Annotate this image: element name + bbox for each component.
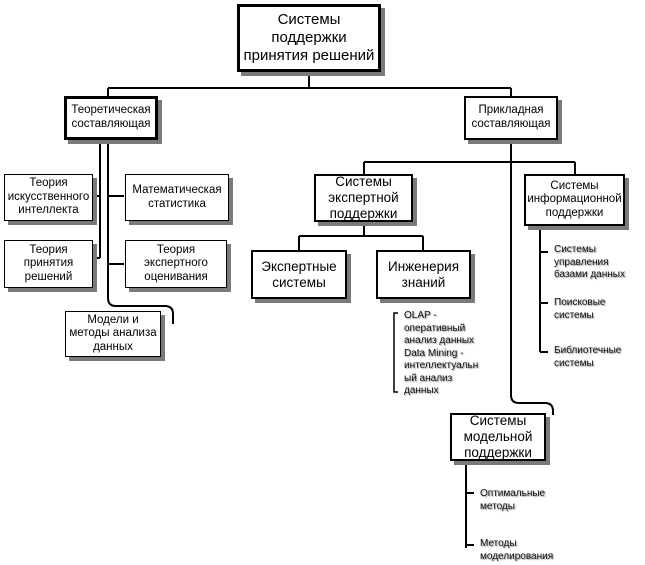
root-box: Системы поддержки принятия решений bbox=[237, 4, 381, 72]
expert-evaluation-label: Теория экспертного оценивания bbox=[144, 243, 208, 283]
data-analysis-label: Модели и методы анализа данных bbox=[69, 313, 157, 353]
optimal-methods-note: Оптимальные методы bbox=[480, 488, 546, 512]
theoretical-title: Теоретическая составляющая bbox=[71, 104, 151, 130]
data-analysis-box: Модели и методы анализа данных bbox=[65, 311, 161, 357]
theoretical-box: Теоретическая составляющая bbox=[64, 96, 158, 140]
library-systems-note: Библиотечные системы bbox=[554, 345, 622, 369]
expert-evaluation-box: Теория экспертного оценивания bbox=[125, 240, 227, 288]
decision-theory-box: Теория принятия решений bbox=[4, 240, 93, 288]
knowledge-engineering-notes: OLAP - оперативный анализ данных Data Mi… bbox=[404, 310, 479, 396]
theory-trunk bbox=[107, 140, 174, 324]
ai-theory-label: Теория искусственного интеллекта bbox=[7, 177, 90, 217]
expert-support-box: Системы экспертной поддержки bbox=[314, 174, 413, 222]
model-support-box: Системы модельной поддержки bbox=[450, 413, 546, 461]
info-support-box: Системы информационной поддержки bbox=[524, 174, 625, 226]
to-model-support bbox=[510, 162, 554, 415]
expert-systems-label: Экспертные системы bbox=[261, 258, 337, 290]
knowledge-engineering-label: Инженерия знаний bbox=[387, 258, 460, 290]
decision-theory-label: Теория принятия решений bbox=[23, 243, 74, 283]
knowledge-engineering-box: Инженерия знаний bbox=[376, 250, 471, 299]
expert-support-title: Системы экспертной поддержки bbox=[328, 174, 399, 221]
math-stats-label: Математическая статистика bbox=[132, 183, 222, 210]
expert-systems-box: Экспертные системы bbox=[251, 250, 347, 299]
math-stats-box: Математическая статистика bbox=[125, 174, 229, 221]
modeling-methods-note: Методы моделирования bbox=[480, 538, 554, 562]
info-support-title: Системы информационной поддержки bbox=[527, 179, 622, 219]
applied-title: Прикладная составляющая bbox=[471, 104, 551, 130]
notes-bracket bbox=[393, 312, 398, 393]
search-systems-note: Поисковые системы bbox=[554, 297, 606, 321]
ai-theory-box: Теория искусственного интеллекта bbox=[4, 174, 93, 221]
model-support-title: Системы модельной поддержки bbox=[463, 413, 533, 460]
root-title: Системы поддержки принятия решений bbox=[243, 11, 375, 64]
applied-box: Прикладная составляющая bbox=[464, 96, 558, 140]
dbms-note: Системы управления базами данных bbox=[554, 244, 625, 280]
